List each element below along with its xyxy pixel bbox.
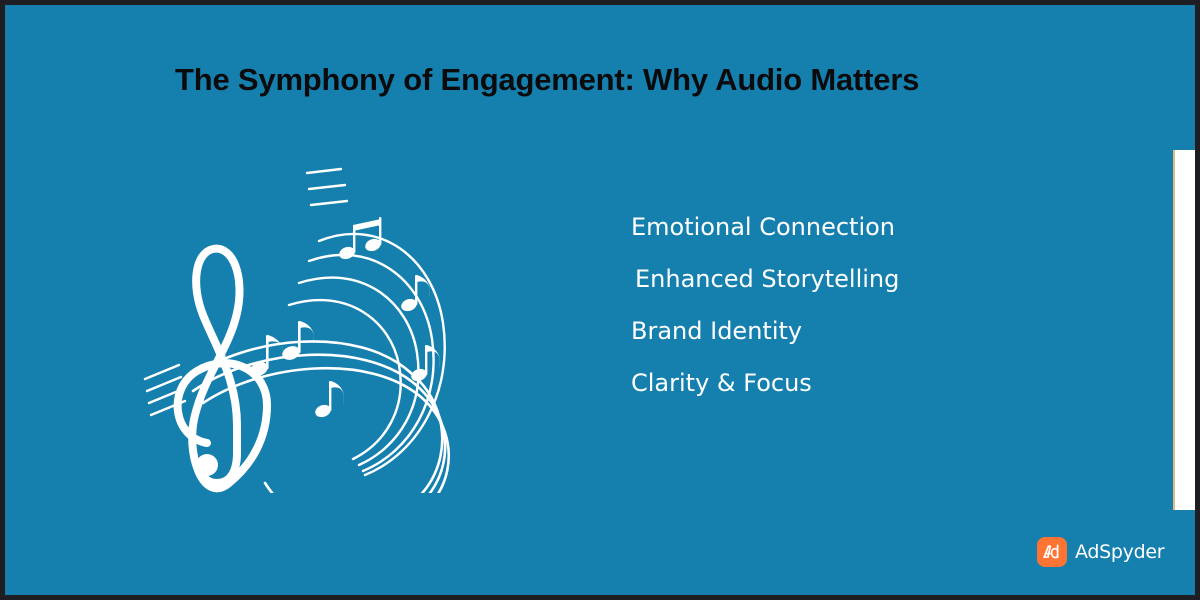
- list-item: Emotional Connection: [631, 213, 895, 241]
- list-item: Enhanced Storytelling: [635, 265, 900, 293]
- list-item: Clarity & Focus: [631, 369, 812, 397]
- page-title: The Symphony of Engagement: Why Audio Ma…: [175, 62, 920, 97]
- right-accent-panel: [1173, 150, 1195, 510]
- treble-clef-icon: [133, 153, 463, 493]
- brand-logo: AdSpyder: [1037, 537, 1165, 567]
- benefits-list: Emotional Connection Enhanced Storytelli…: [631, 205, 1031, 413]
- adspyder-logo-icon: [1037, 537, 1067, 567]
- adspyder-wordmark: AdSpyder: [1075, 540, 1165, 563]
- list-item: Brand Identity: [631, 317, 803, 345]
